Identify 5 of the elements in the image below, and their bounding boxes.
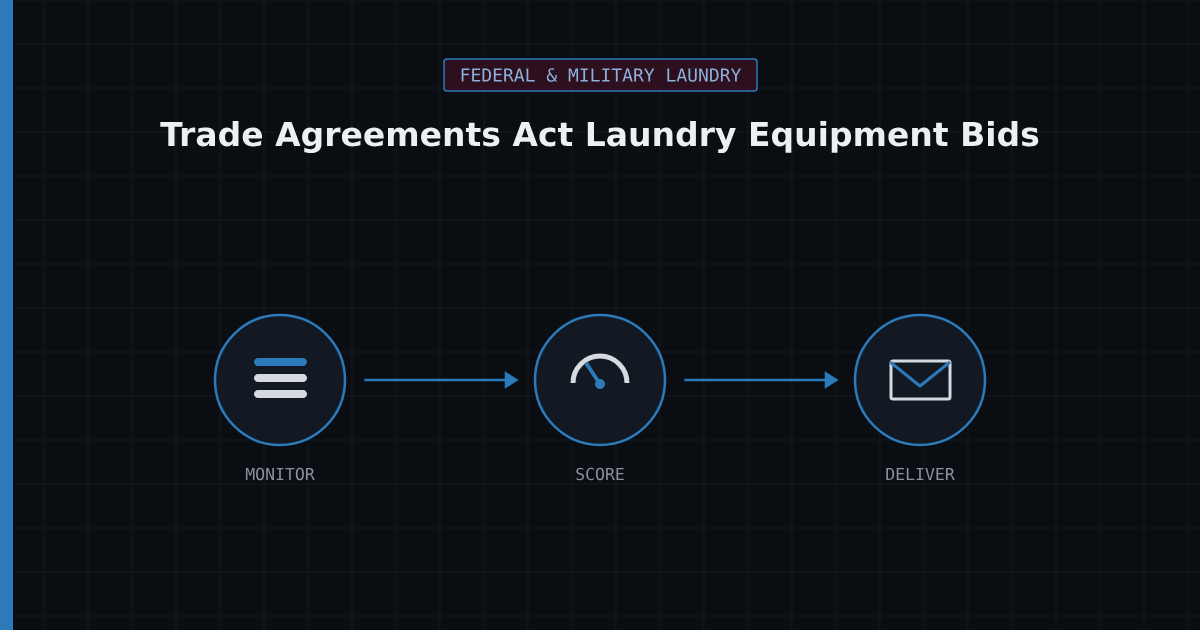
step-label: SCORE [576,467,624,481]
title: Trade Agreements Act Laundry Equipment Bids [160,120,1039,154]
step-label: MONITOR [245,467,315,481]
step-label: DELIVER [886,468,955,480]
tag-badge: FEDERAL & MILITARY LAUNDRY [443,58,758,92]
